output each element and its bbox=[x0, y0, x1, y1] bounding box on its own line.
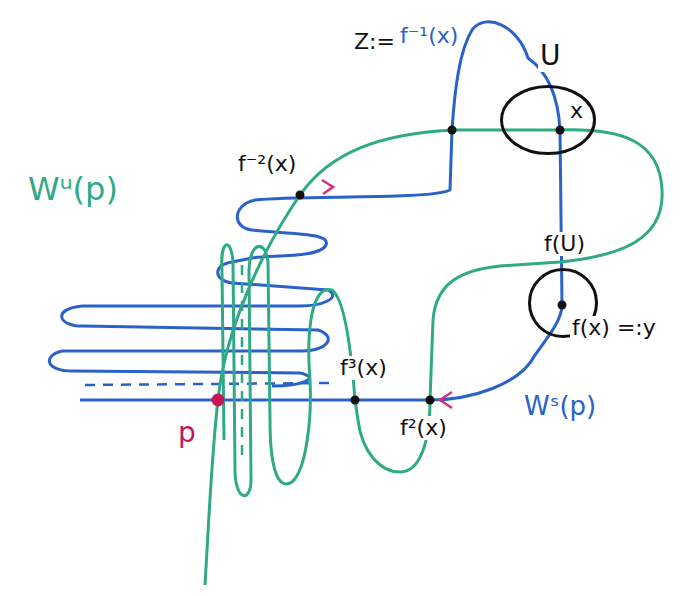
set-label: f(U) bbox=[542, 232, 587, 256]
fixed-point bbox=[212, 394, 225, 407]
set-label: x bbox=[570, 99, 583, 123]
unstable-manifold-curve bbox=[205, 130, 662, 585]
direction-arrow bbox=[440, 392, 452, 408]
set-label: U bbox=[538, 41, 563, 72]
orbit-points bbox=[296, 126, 567, 405]
math-label: f⁻²(x) bbox=[236, 152, 298, 176]
set-label: f(x) =:y bbox=[570, 316, 658, 340]
math-label: f³(x) bbox=[338, 356, 389, 380]
math-label: f²(x) bbox=[398, 416, 449, 440]
math-label: p bbox=[176, 418, 198, 449]
direction-arrow bbox=[322, 180, 333, 194]
circle-border bbox=[502, 87, 595, 154]
stable-manifold-curve bbox=[49, 22, 562, 400]
unstable-manifold-dashed bbox=[241, 265, 244, 455]
neighbourhood-circle: f(U)f(x) =:y bbox=[528, 268, 598, 338]
math-label: Z:= bbox=[352, 30, 397, 54]
neighbourhood-circle: Ux bbox=[500, 85, 596, 155]
math-label: Wˢ(p) bbox=[522, 392, 598, 421]
stable-manifold-dashed bbox=[85, 383, 330, 385]
math-label: f⁻¹(x) bbox=[398, 24, 460, 48]
math-label: Wᵘ(p) bbox=[26, 172, 120, 207]
